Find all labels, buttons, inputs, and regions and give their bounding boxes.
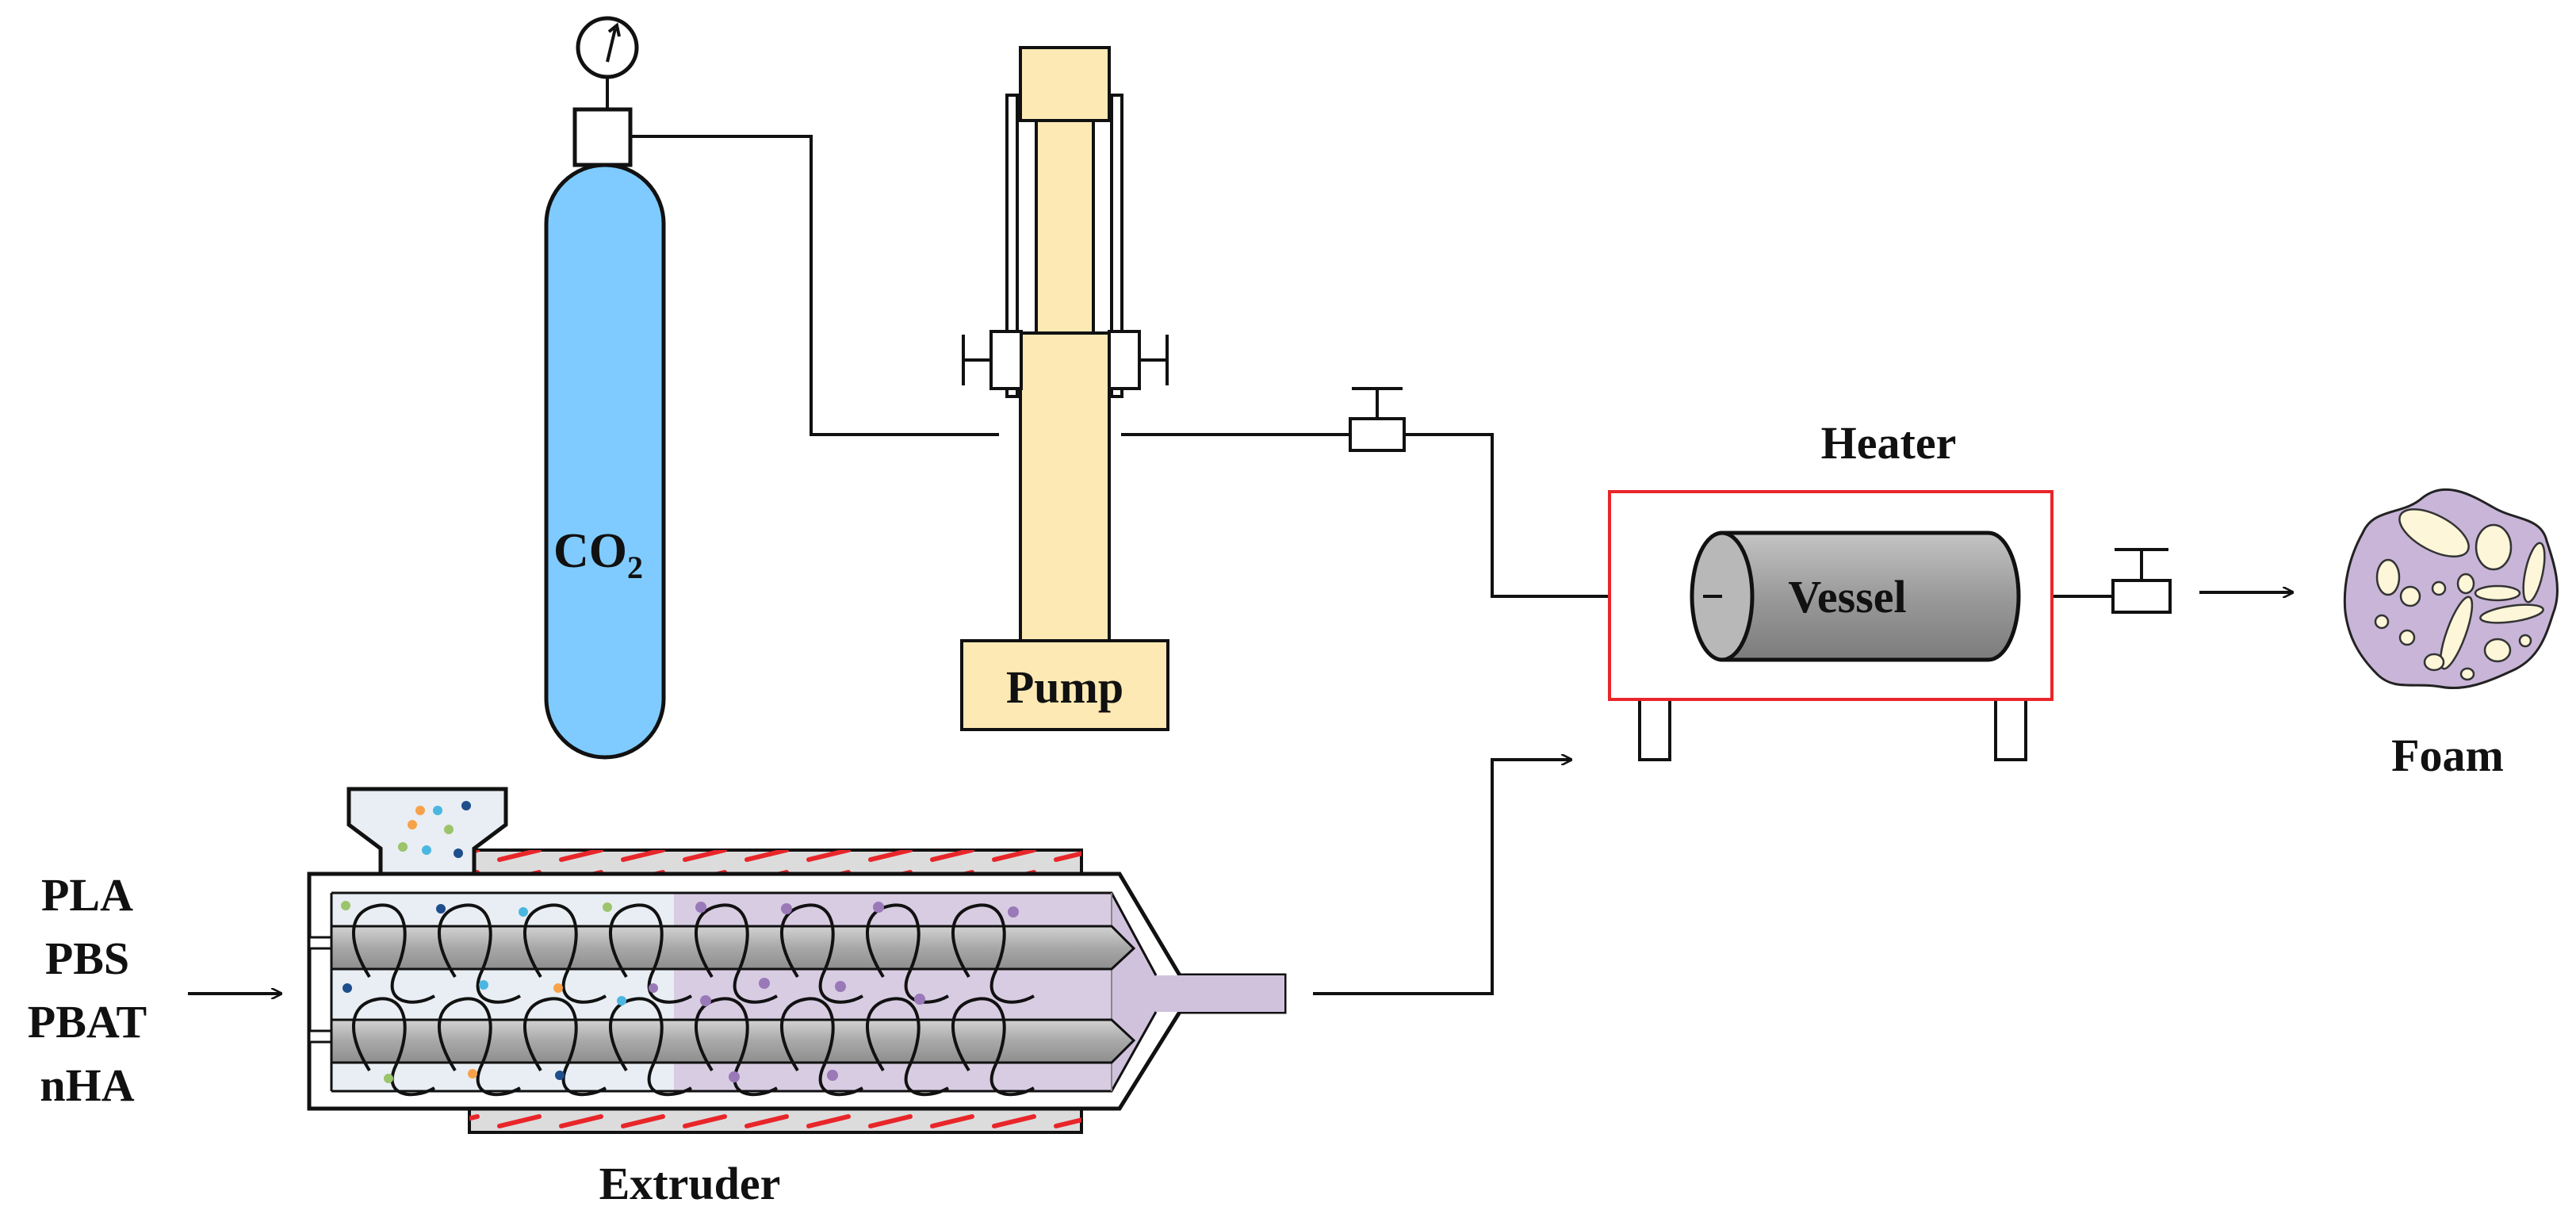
heater: Heater Vessel	[1608, 417, 2054, 761]
vessel-label: Vessel	[1788, 571, 1906, 622]
twin-screw-extruder: Extruder	[307, 787, 1287, 1209]
input-material-label: PBS	[45, 933, 129, 984]
pump-base	[960, 639, 1169, 731]
cylinder-valve-head	[572, 107, 633, 167]
co2-cylinder: CO2	[544, 16, 666, 760]
extruder-label: Extruder	[599, 1158, 781, 1209]
co2-label: CO2	[553, 524, 643, 585]
input-material-label: PBAT	[28, 996, 147, 1048]
foam-label: Foam	[2391, 730, 2504, 781]
pipe-cylinder-to-pump	[630, 135, 999, 436]
pump-clamp-right	[1108, 330, 1169, 390]
extruder-particles	[341, 901, 1019, 1083]
heater-label: Heater	[1821, 417, 1957, 469]
cylinder-body	[544, 163, 666, 760]
extruder-screw-upper	[330, 903, 1136, 1004]
pump-piston-cap	[1019, 46, 1111, 122]
heater-leg-right	[1994, 698, 2027, 761]
valve-icon	[2111, 548, 2172, 614]
arrow-icon	[1313, 760, 1571, 995]
pump-label: Pump	[1006, 661, 1123, 713]
pipe-valve-to-vessel	[1404, 433, 1703, 598]
foam-product: Foam	[2343, 488, 2559, 781]
foam-cells	[2374, 508, 2546, 681]
pressure-vessel: Vessel	[1690, 531, 2021, 662]
pump-clamp-left	[962, 330, 1023, 390]
input-materials-list: PLA PBS PBAT nHA	[28, 869, 147, 1111]
pump-piston-rod	[1035, 119, 1095, 335]
extruder-screw-lower	[330, 997, 1136, 1097]
syringe-pump: Pump	[960, 46, 1169, 731]
input-material-label: PLA	[41, 869, 133, 921]
feed-hopper	[346, 787, 508, 876]
pump-barrel	[1019, 331, 1111, 644]
pressure-gauge-icon	[576, 16, 639, 109]
vessel-body	[1720, 531, 2021, 662]
valve-icon	[1349, 387, 1406, 452]
flow-arrows	[188, 592, 2293, 994]
input-material-label: nHA	[40, 1059, 134, 1111]
heater-leg-left	[1638, 698, 1671, 761]
